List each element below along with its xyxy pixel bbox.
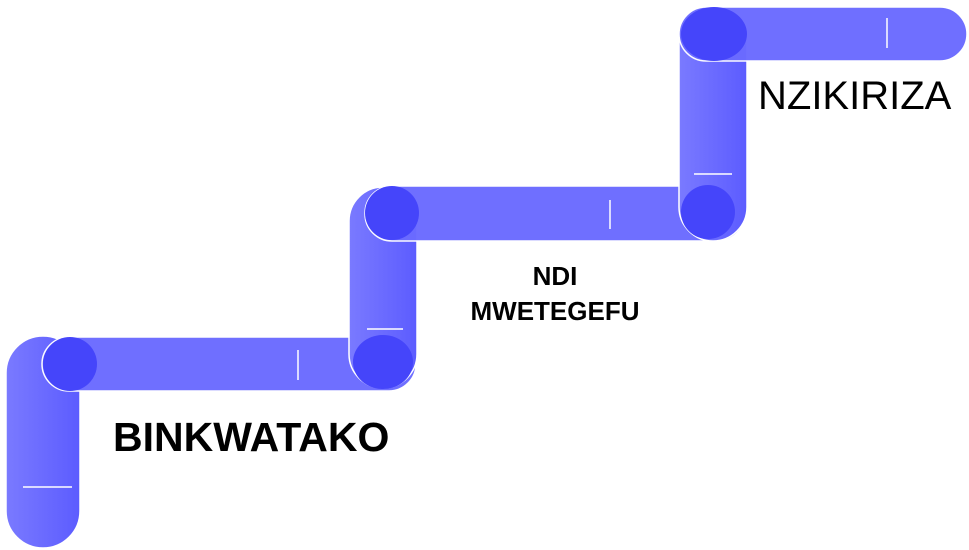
step-3-ribbon [678,6,968,242]
step-2-lower-roll-end [353,335,413,389]
step-2-roll-end [365,186,419,240]
step-2-ribbon [348,185,746,389]
step-3-horizontal-ribbon [678,6,968,62]
step-2-label-line: NDI [532,261,578,291]
step-3-lower-roll-end [681,185,735,239]
step-2-label: NDI MWETEGEFU [430,259,680,329]
step-3-roll-end [681,7,747,61]
step-1-roll-end [43,337,97,391]
step-3-label: NZIKIRIZA [758,74,952,118]
step-2-label-line: MWETEGEFU [470,296,640,326]
step-1-label: BINKWATAKO [113,414,390,460]
